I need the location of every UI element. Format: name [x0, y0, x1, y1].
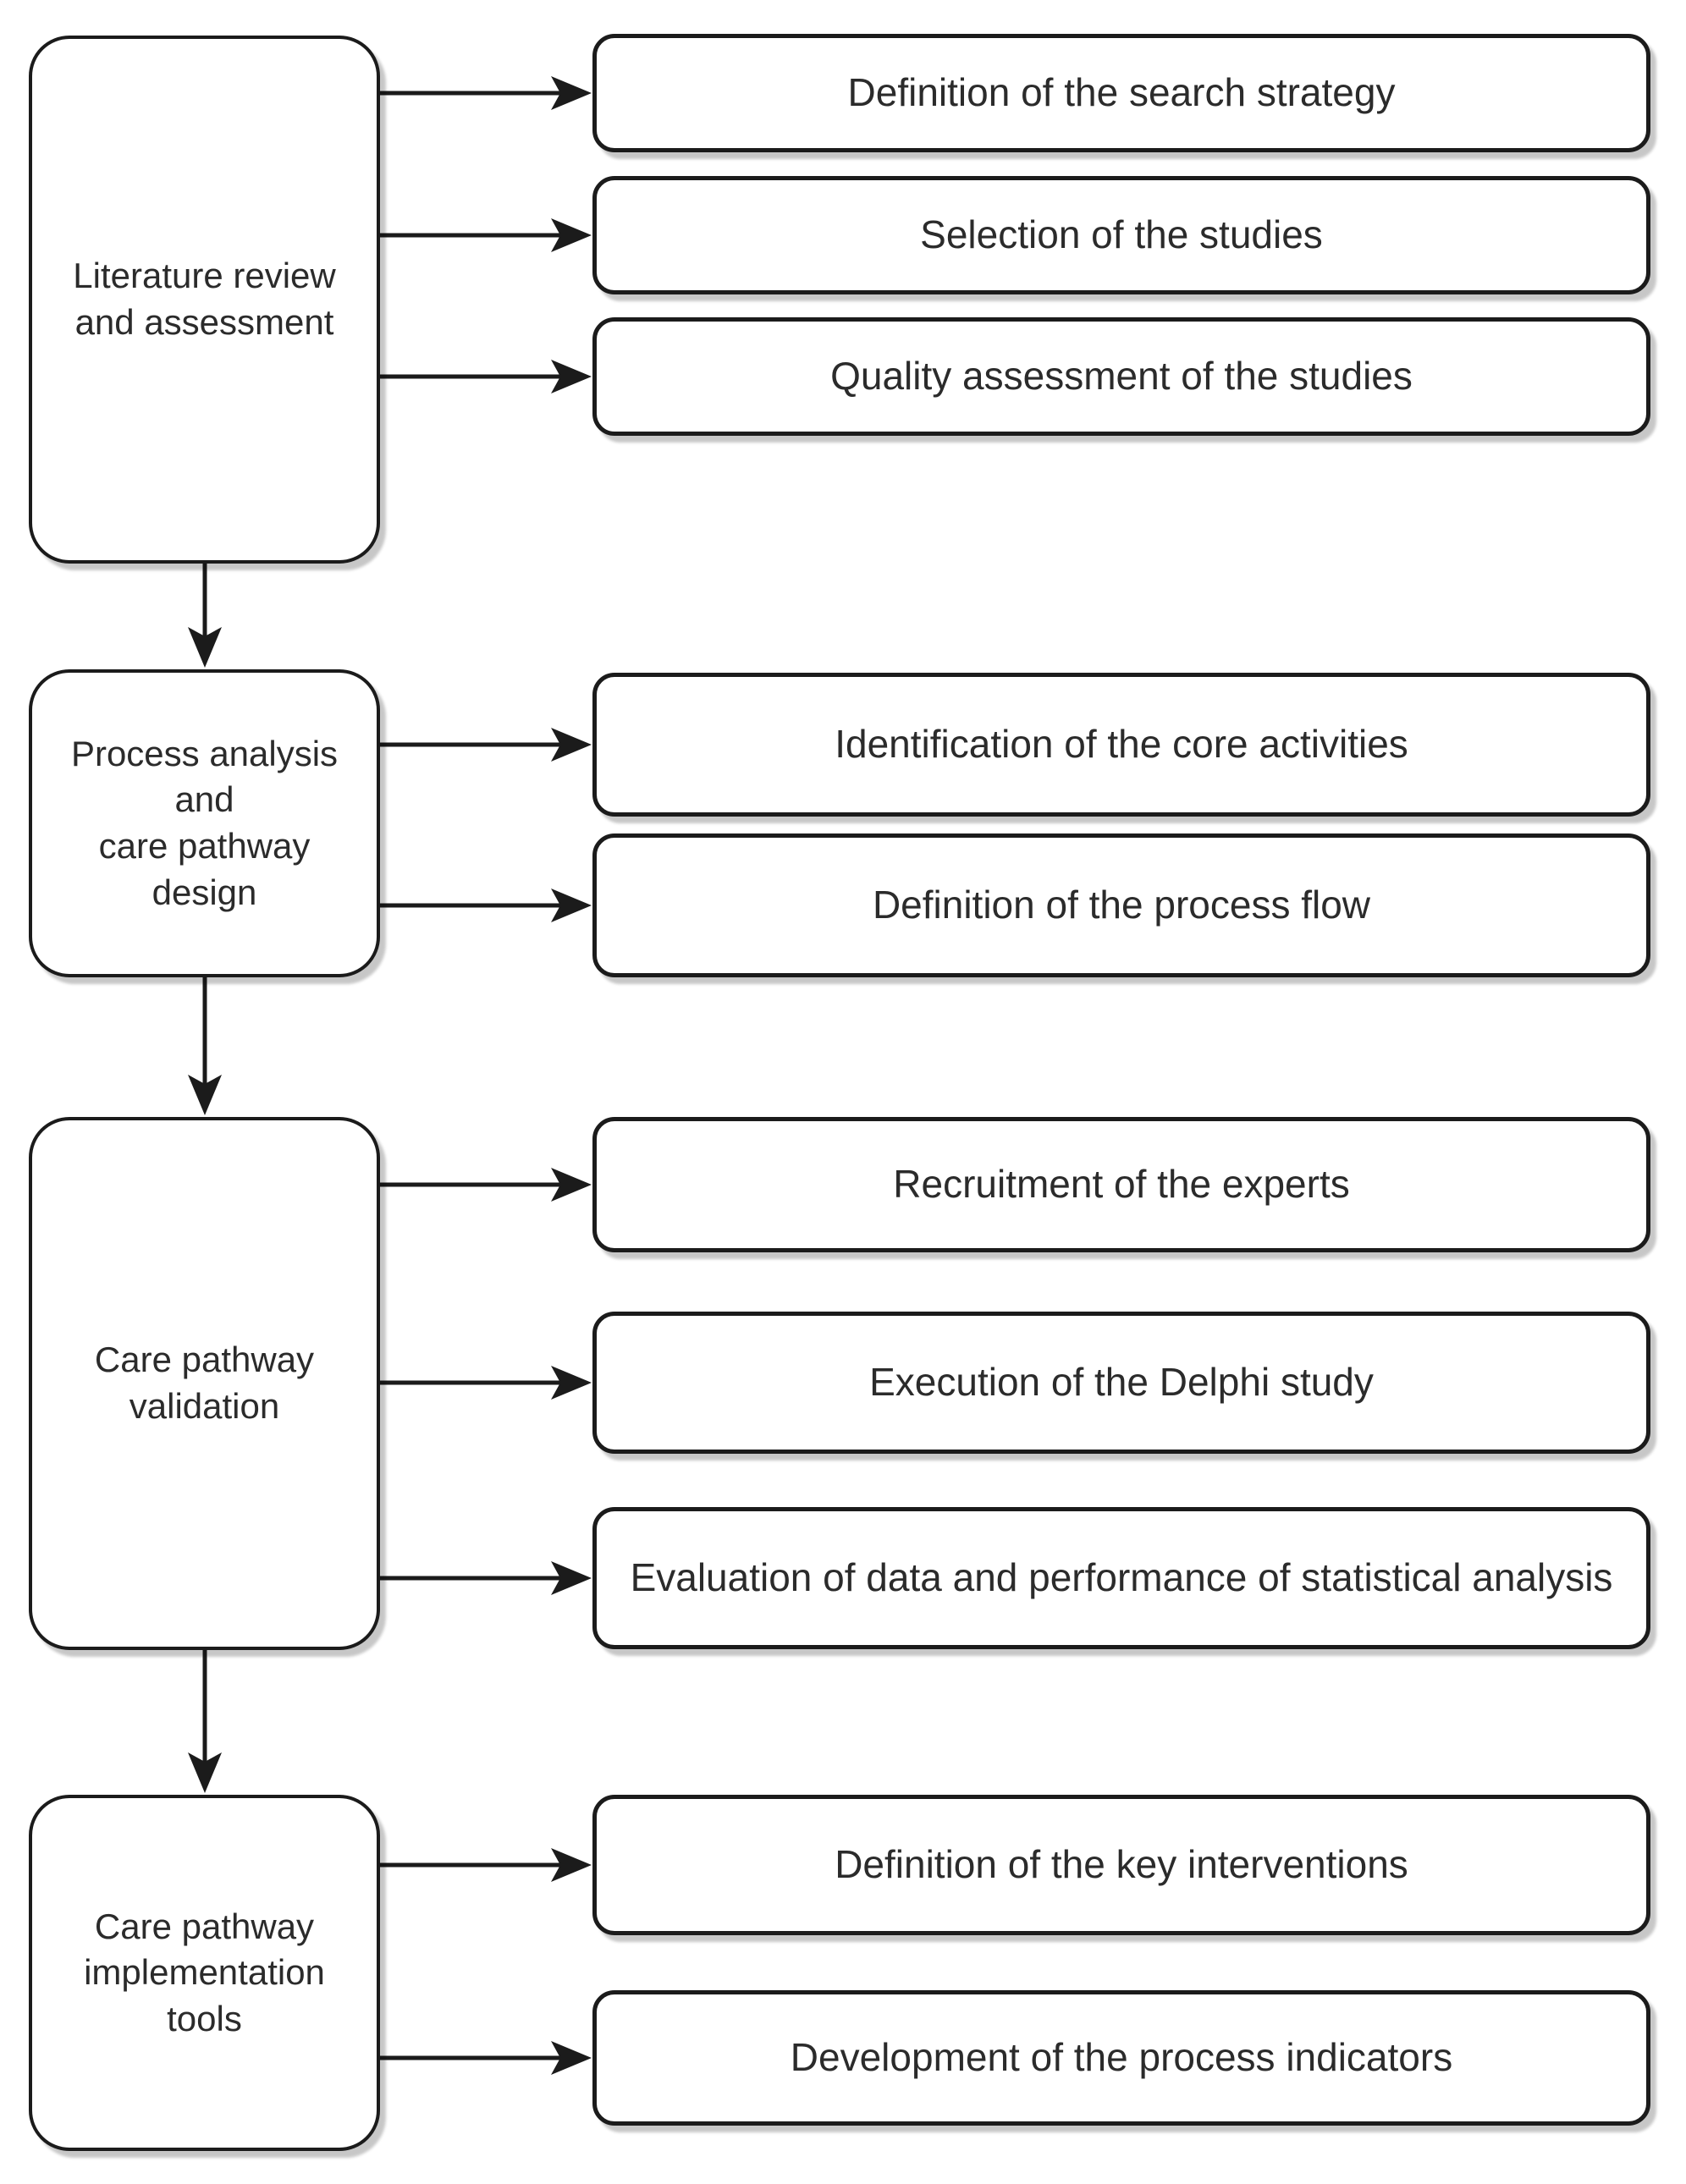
stage-box-literature-review: Literature review and assessment — [29, 36, 380, 564]
arrow-to-recruitment-experts — [380, 1168, 592, 1202]
step-box-quality-assessment: Quality assessment of the studies — [592, 317, 1650, 436]
step-label-selection-studies: Selection of the studies — [920, 212, 1323, 257]
step-label-definition-key-interventions: Definition of the key interventions — [835, 1842, 1408, 1887]
step-box-development-process-indicators: Development of the process indicators — [592, 1990, 1650, 2126]
arrow-stage3-to-stage4 — [188, 1650, 222, 1793]
arrow-to-evaluation-statistical-analysis — [380, 1561, 592, 1595]
stage-box-implementation-tools: Care pathway implementation tools — [29, 1795, 380, 2151]
arrow-stage1-to-stage2 — [188, 564, 222, 668]
arrow-to-definition-process-flow — [380, 888, 592, 922]
arrow-to-selection-studies — [380, 218, 592, 252]
step-box-evaluation-statistical-analysis: Evaluation of data and performance of st… — [592, 1507, 1650, 1649]
step-box-recruitment-experts: Recruitment of the experts — [592, 1117, 1650, 1252]
stage-box-process-analysis-design: Process analysis and care pathway design — [29, 669, 380, 977]
arrow-to-identification-core-activities — [380, 728, 592, 762]
arrow-to-quality-assessment — [380, 360, 592, 393]
stage-label-process-analysis-design: Process analysis and care pathway design — [70, 733, 339, 912]
stage-label-care-pathway-validation: Care pathway validation — [94, 1340, 315, 1426]
step-box-definition-search-strategy: Definition of the search strategy — [592, 34, 1650, 152]
step-label-development-process-indicators: Development of the process indicators — [790, 2035, 1453, 2080]
step-label-identification-core-activities: Identification of the core activities — [835, 722, 1408, 767]
step-label-quality-assessment: Quality assessment of the studies — [830, 354, 1413, 399]
step-box-definition-process-flow: Definition of the process flow — [592, 833, 1650, 977]
step-box-execution-delphi-study: Execution of the Delphi study — [592, 1312, 1650, 1454]
step-label-recruitment-experts: Recruitment of the experts — [893, 1162, 1350, 1207]
arrow-to-definition-search-strategy — [380, 76, 592, 110]
step-box-identification-core-activities: Identification of the core activities — [592, 673, 1650, 817]
arrow-to-execution-delphi-study — [380, 1366, 592, 1400]
step-box-selection-studies: Selection of the studies — [592, 176, 1650, 294]
arrow-stage2-to-stage3 — [188, 977, 222, 1115]
step-box-definition-key-interventions: Definition of the key interventions — [592, 1795, 1650, 1935]
stage-box-care-pathway-validation: Care pathway validation — [29, 1117, 380, 1650]
stage-label-implementation-tools: Care pathway implementation tools — [84, 1906, 325, 2038]
arrow-to-development-process-indicators — [380, 2041, 592, 2075]
stage-label-literature-review: Literature review and assessment — [73, 256, 336, 342]
step-label-evaluation-statistical-analysis: Evaluation of data and performance of st… — [630, 1555, 1613, 1600]
step-label-definition-search-strategy: Definition of the search strategy — [847, 70, 1396, 115]
step-label-definition-process-flow: Definition of the process flow — [872, 883, 1371, 927]
arrow-to-definition-key-interventions — [380, 1848, 592, 1882]
step-label-execution-delphi-study: Execution of the Delphi study — [869, 1360, 1374, 1405]
